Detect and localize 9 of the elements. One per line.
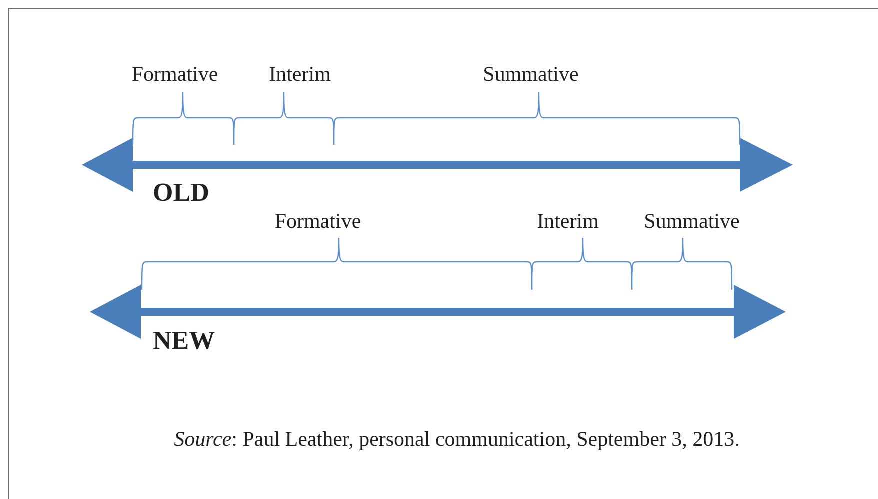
timeline-label: NEW <box>153 325 216 357</box>
phase-label: Summative <box>644 208 740 235</box>
phase-label: Interim <box>537 208 599 235</box>
source-caption: Source: Paul Leather, personal communication, September 3, 2013. <box>173 426 741 453</box>
phase-label: Summative <box>483 61 579 88</box>
phase-label: Formative <box>132 61 218 88</box>
timeline-label: OLD <box>153 177 210 209</box>
phase-label: Interim <box>269 61 331 88</box>
phase-label: Formative <box>274 208 362 235</box>
